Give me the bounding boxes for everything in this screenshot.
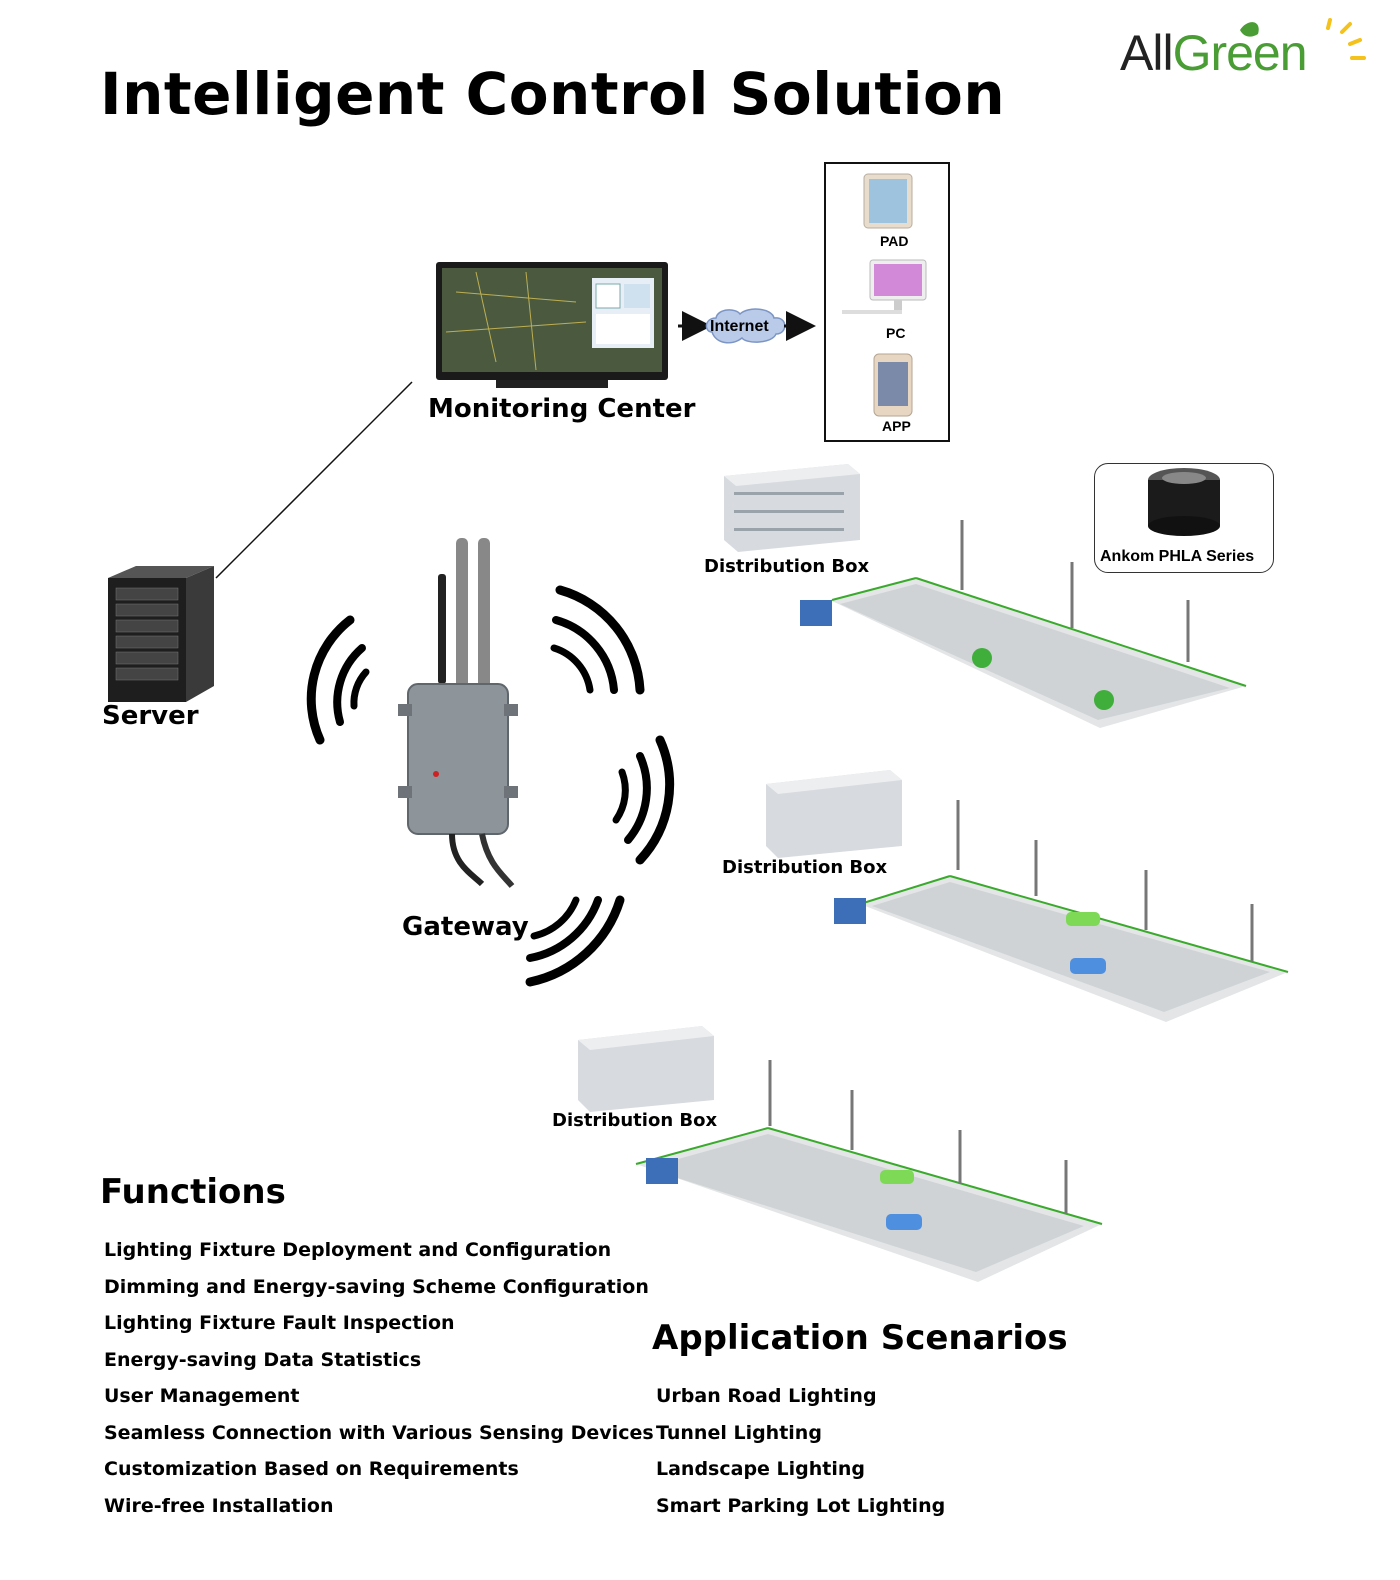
pc-label: PC: [886, 325, 906, 341]
controller-device-icon: [1148, 468, 1220, 536]
list-item: Seamless Connection with Various Sensing…: [104, 1421, 654, 1444]
server-icon: [108, 566, 214, 702]
controller-label: Ankom PHLA Series: [1100, 548, 1255, 565]
gateway-label: Gateway: [402, 912, 529, 942]
monitoring-center-label: Monitoring Center: [428, 394, 696, 424]
list-item: Lighting Fixture Deployment and Configur…: [104, 1239, 612, 1261]
client-devices-box: [824, 162, 950, 442]
pad-label: PAD: [880, 233, 909, 249]
list-item: Lighting Fixture Fault Inspection: [104, 1312, 455, 1334]
list-item: Wire-free Installation: [104, 1494, 334, 1517]
gateway-device-icon: [398, 538, 518, 888]
list-item: Tunnel Lighting: [656, 1421, 822, 1444]
monitor-icon: [436, 262, 668, 388]
list-item: User Management: [104, 1385, 300, 1407]
list-item: Urban Road Lighting: [656, 1385, 877, 1407]
distribution-box-label-2: Distribution Box: [722, 857, 888, 878]
applications-list: Urban Road Lighting Tunnel Lighting Land…: [656, 1378, 945, 1524]
list-item: Dimming and Energy-saving Scheme Configu…: [104, 1275, 649, 1298]
functions-heading: Functions: [100, 1172, 286, 1212]
page-title: Intelligent Control Solution: [100, 60, 1006, 128]
distribution-box-label-1: Distribution Box: [704, 556, 870, 577]
distribution-box-label-3: Distribution Box: [552, 1110, 718, 1131]
tablet-icon: [863, 173, 913, 229]
sun-rays-icon: [1240, 18, 1366, 60]
internet-connection: [678, 308, 816, 344]
applications-heading: Application Scenarios: [652, 1318, 1068, 1358]
server-label: Server: [102, 701, 199, 731]
list-item: Energy-saving Data Statistics: [104, 1348, 422, 1371]
desktop-pc-icon: [842, 259, 927, 314]
functions-list: Lighting Fixture Deployment and Configur…: [104, 1232, 654, 1524]
allgreen-logo: AllGreen: [1120, 18, 1380, 88]
list-item: Smart Parking Lot Lighting: [656, 1494, 946, 1517]
internet-label: Internet: [710, 318, 769, 335]
smartphone-icon: [873, 353, 913, 417]
app-label: APP: [882, 418, 911, 434]
list-item: Customization Based on Requirements: [104, 1458, 519, 1480]
list-item: Landscape Lighting: [656, 1458, 866, 1480]
